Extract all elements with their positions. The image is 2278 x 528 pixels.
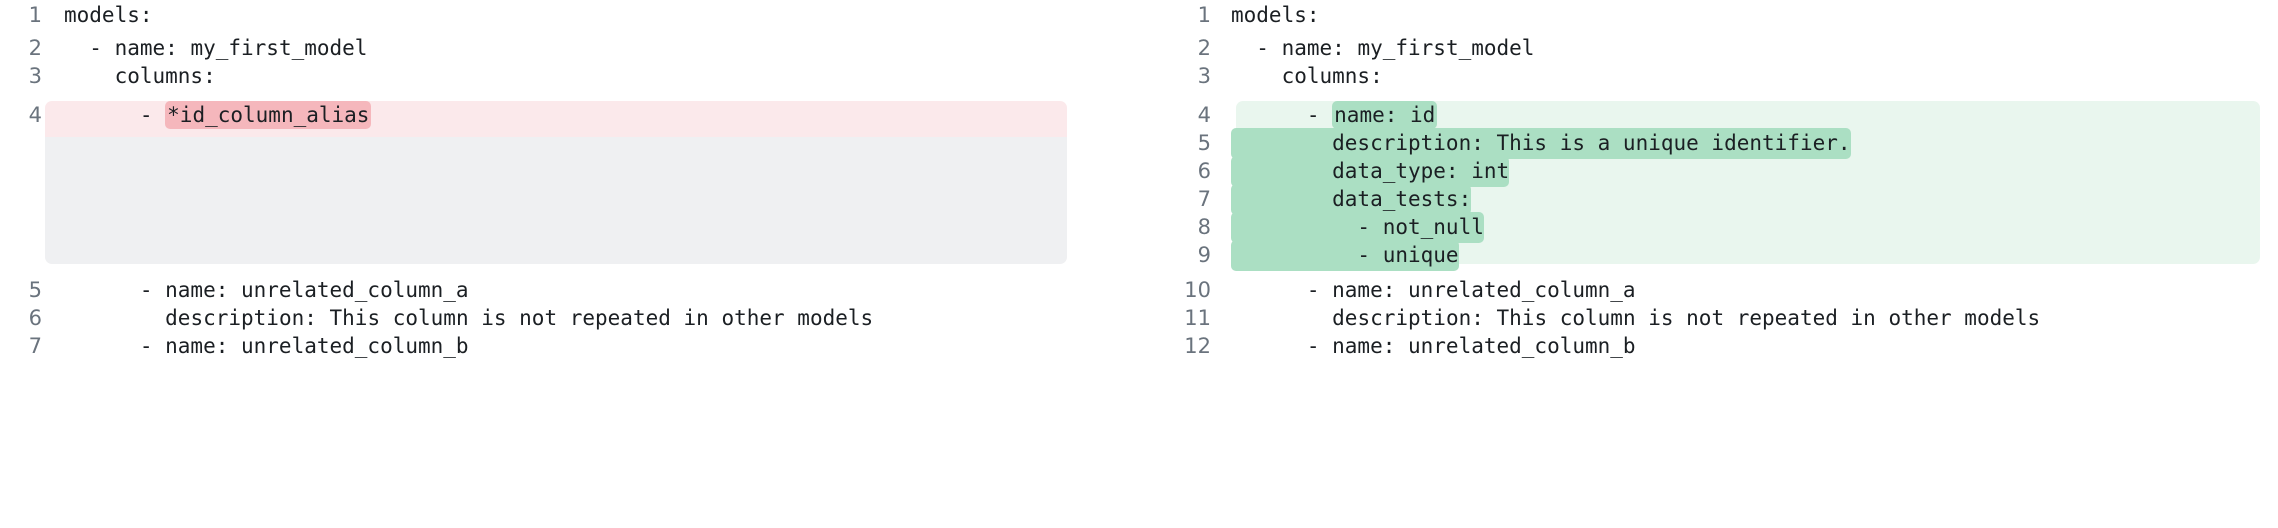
line-number: 2 xyxy=(28,36,42,60)
code-text: - not_null xyxy=(1211,212,2278,243)
line-number: 3 xyxy=(28,64,42,88)
line-number: 6 xyxy=(28,306,42,330)
code-text: description: This column is not repeated… xyxy=(165,306,874,330)
diff-row-right-11[interactable]: 11 description: This column is not repea… xyxy=(1139,305,2278,332)
line-number: 7 xyxy=(28,334,42,358)
line-number: 1 xyxy=(28,3,42,27)
line-number: 11 xyxy=(1184,306,1211,330)
line-number: 7 xyxy=(1197,187,1211,211)
diff-row-right-6-added[interactable]: 6 data_type: int xyxy=(1139,156,2278,187)
added-token: description: This is a unique identifier… xyxy=(1231,128,1851,159)
diff-row-right-9-added[interactable]: 9 - unique xyxy=(1139,240,2278,271)
line-number: 1 xyxy=(1197,3,1211,27)
code-text: models: xyxy=(64,3,153,27)
line-number: 8 xyxy=(1197,215,1211,239)
line-number: 9 xyxy=(1197,243,1211,267)
code-text: - name: unrelated_column_b xyxy=(139,334,469,358)
code-text: data_type: int xyxy=(1211,156,2278,187)
added-token: - unique xyxy=(1231,240,1459,271)
diff-row-left-4-removed[interactable]: 4 - *id_column_alias xyxy=(0,101,1139,129)
code-text: models: xyxy=(1231,3,1320,27)
code-text: data_tests: xyxy=(1211,184,2278,215)
code-text: - name: unrelated_column_a xyxy=(1306,278,1636,302)
code-text: - unique xyxy=(1211,240,2278,271)
line-number: 4 xyxy=(1197,103,1211,127)
added-token: data_type: int xyxy=(1231,156,1510,187)
diff-row-right-10[interactable]: 10 - name: unrelated_column_a xyxy=(1139,277,2278,304)
diff-row-right-3[interactable]: 3 columns: xyxy=(1139,63,2278,90)
diff-row-right-1[interactable]: 1 models: xyxy=(1139,2,2278,29)
code-text: - name: my_first_model xyxy=(89,36,368,60)
diff-pane-before: 1 models: 2 - name: my_first_model 3 col… xyxy=(0,2,1139,360)
diff-pane-after: 1 models: 2 - name: my_first_model 3 col… xyxy=(1139,0,2278,528)
code-text: columns: xyxy=(1281,64,1383,88)
code-text: - name: my_first_model xyxy=(1256,36,1535,60)
diff-row-right-4-added[interactable]: 4 - name: id xyxy=(1139,101,2278,129)
diff-row-right-7-added[interactable]: 7 data_tests: xyxy=(1139,184,2278,215)
added-token: - not_null xyxy=(1231,212,1484,243)
line-number: 5 xyxy=(1197,131,1211,155)
code-text: description: This is a unique identifier… xyxy=(1211,128,2278,159)
added-token: data_tests: xyxy=(1231,184,1472,215)
diff-row-right-5-added[interactable]: 5 description: This is a unique identifi… xyxy=(1139,128,2278,159)
diff-row-left-2[interactable]: 2 - name: my_first_model xyxy=(0,35,1139,62)
line-number: 12 xyxy=(1184,334,1211,358)
line-number: 4 xyxy=(28,103,42,127)
diff-row-right-12[interactable]: 12 - name: unrelated_column_b xyxy=(1139,333,2278,360)
added-token: name: id xyxy=(1332,101,1438,129)
code-text: description: This column is not repeated… xyxy=(1332,306,2041,330)
diff-row-right-8-added[interactable]: 8 - not_null xyxy=(1139,212,2278,243)
line-number: 2 xyxy=(1197,36,1211,60)
diff-row-left-7[interactable]: 7 - name: unrelated_column_b xyxy=(0,333,1139,360)
code-text: - name: unrelated_column_a xyxy=(139,278,469,302)
code-text: columns: xyxy=(114,64,216,88)
diff-row-left-6[interactable]: 6 description: This column is not repeat… xyxy=(0,305,1139,332)
code-text: - name: unrelated_column_b xyxy=(1306,334,1636,358)
removed-token: *id_column_alias xyxy=(165,101,372,129)
line-number: 6 xyxy=(1197,159,1211,183)
diff-row-left-5[interactable]: 5 - name: unrelated_column_a xyxy=(0,277,1139,304)
code-text: - name: id xyxy=(1306,101,1438,129)
code-text: - *id_column_alias xyxy=(139,101,372,129)
diff-row-left-3[interactable]: 3 columns: xyxy=(0,63,1139,90)
line-number: 5 xyxy=(28,278,42,302)
line-number: 3 xyxy=(1197,64,1211,88)
line-number: 10 xyxy=(1184,278,1211,302)
removed-filler-background xyxy=(45,137,1067,264)
diff-row-right-2[interactable]: 2 - name: my_first_model xyxy=(1139,35,2278,62)
diff-row-left-1[interactable]: 1 models: xyxy=(0,2,1139,29)
